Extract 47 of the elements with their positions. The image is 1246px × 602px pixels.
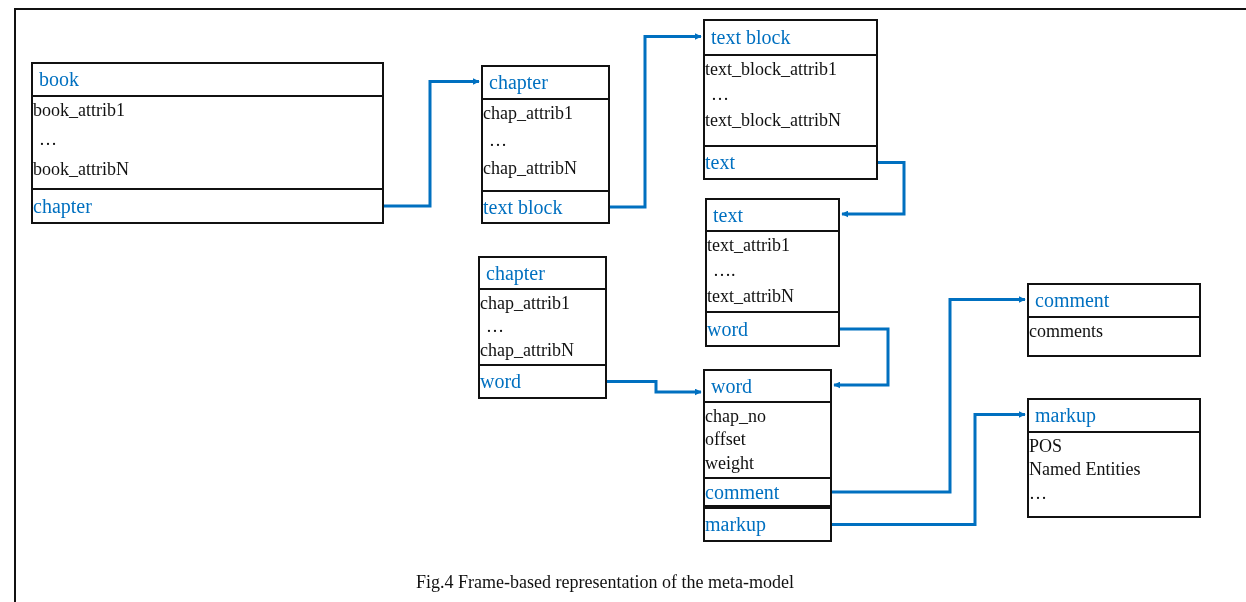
attribute-text: … xyxy=(485,315,504,339)
frame-box xyxy=(478,256,607,399)
attribute-text: POS xyxy=(1029,435,1063,458)
connector-arrow xyxy=(841,161,906,218)
connector-arrow xyxy=(832,296,1026,494)
attribute-text: chap_no xyxy=(705,405,766,428)
frame-box xyxy=(703,369,832,542)
frame-box xyxy=(703,19,878,180)
frame-title: word xyxy=(705,371,830,403)
connector-arrow xyxy=(384,78,480,208)
frame-box xyxy=(31,62,384,224)
frame-box xyxy=(1027,283,1201,357)
attribute-text: weight xyxy=(705,451,754,475)
frame-box xyxy=(705,198,840,347)
attribute-text: … xyxy=(488,129,507,153)
attribute-text: chap_attribN xyxy=(480,338,574,362)
frame-title: comment xyxy=(1029,285,1199,318)
frame-title: chapter xyxy=(480,258,605,290)
connector-arrow xyxy=(833,327,890,389)
attribute-text: text_block_attrib1 xyxy=(705,58,837,81)
connector-arrow xyxy=(832,411,1026,526)
frame-title: text block xyxy=(705,21,876,56)
attribute-text: chap_attribN xyxy=(483,156,577,180)
attribute-text: … xyxy=(38,128,57,152)
attribute-text: Named Entities xyxy=(1029,458,1141,482)
attribute-text: chap_attrib1 xyxy=(480,292,570,315)
slot-label: comment xyxy=(703,477,832,507)
attribute-text: book_attribN xyxy=(33,157,129,181)
attribute-text: … xyxy=(710,83,729,107)
attribute-text: chap_attrib1 xyxy=(483,102,573,125)
attribute-text: comments xyxy=(1029,320,1103,343)
attribute-text: …. xyxy=(712,259,736,283)
connector-arrow xyxy=(610,33,702,209)
frame-box xyxy=(1027,398,1201,518)
attribute-text: text_block_attribN xyxy=(705,108,841,132)
attribute-text: text_attrib1 xyxy=(707,234,790,257)
frame-title: text xyxy=(707,200,838,232)
attribute-text: … xyxy=(1029,481,1047,505)
attribute-text: text_attribN xyxy=(707,284,794,308)
attribute-text: offset xyxy=(705,428,746,452)
frame-title: book xyxy=(33,64,382,97)
frame-title: markup xyxy=(1029,400,1199,433)
attribute-text: book_attrib1 xyxy=(33,99,125,122)
figure-caption: Fig.4 Frame-based representation of the meta-model xyxy=(416,572,794,592)
frame-box xyxy=(481,65,610,224)
frame-title: chapter xyxy=(483,67,608,100)
connector-arrow xyxy=(607,380,702,396)
